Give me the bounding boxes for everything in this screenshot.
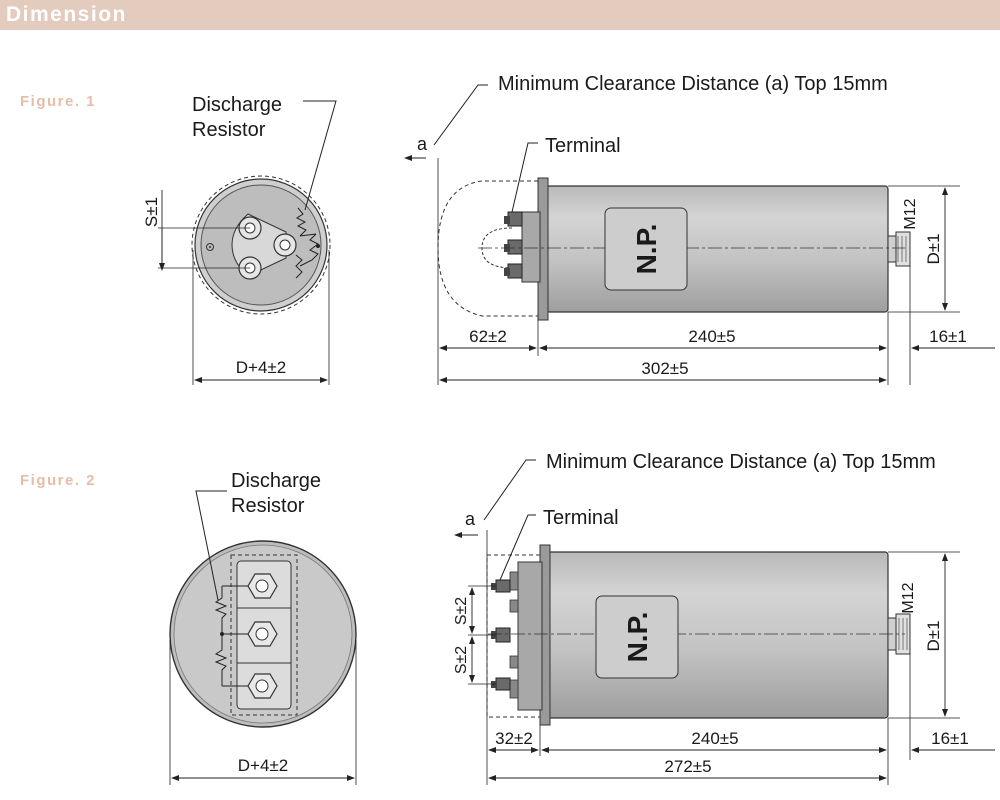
terminal-label-fig1: Terminal — [545, 135, 621, 157]
discharge-leader-fig2 — [195, 490, 227, 601]
outer-diameter-label-fig1: D+4±2 — [236, 358, 286, 377]
resistor-zigzag-fig2-2 — [214, 634, 228, 686]
figure-1-label: Figure. 1 — [20, 93, 97, 110]
resistor-zigzag-fig2-1 — [214, 586, 228, 634]
outer-diameter-label-fig2: D+4±2 — [238, 756, 288, 775]
spacing-s2-label-1: S±2 — [453, 597, 470, 625]
section-header: Dimension — [0, 0, 1000, 30]
nameplate-fig2 — [595, 595, 679, 679]
terminal-label-fig2: Terminal — [543, 507, 619, 529]
figure-1-side-view: N.P. M12 D±1 Minimum Clearance Distance … — [404, 73, 995, 385]
dim-stud-fig1: 16±1 — [929, 327, 967, 346]
diameter-label-fig1: D±1 — [924, 233, 943, 264]
diameter-label-fig2: D±1 — [924, 620, 943, 651]
figure-2-end-view: Discharge Resistor D+4±2 — [169, 470, 357, 785]
figure-2-label: Figure. 2 — [20, 472, 97, 489]
outer-clearance-circle — [191, 175, 331, 315]
dim-body-fig2: 240±5 — [691, 729, 738, 748]
terminal-housing-fig2 — [517, 561, 543, 711]
mounting-stud-fig1 — [887, 235, 897, 263]
discharge-label-line2: Resistor — [192, 119, 266, 141]
dim-total-fig1: 302±5 — [641, 359, 688, 378]
terminal-clearance-box — [230, 554, 298, 716]
spacing-s1-label: S±1 — [142, 197, 161, 227]
nameplate-text-fig2: N.P. — [622, 612, 653, 663]
section-title: Dimension — [6, 3, 127, 26]
discharge-label-line1: Discharge — [192, 94, 282, 116]
discharge-label-fig2-line1: Discharge — [231, 470, 321, 492]
dim-body-fig1: 240±5 — [688, 327, 735, 346]
a-label-fig1: a — [417, 134, 428, 154]
clearance-note-fig1: Minimum Clearance Distance (a) Top 15mm — [498, 73, 888, 95]
dim-total-fig2: 272±5 — [664, 757, 711, 776]
discharge-leader — [303, 100, 337, 211]
resistor-zigzag-1 — [296, 207, 307, 237]
nameplate-text-fig1: N.P. — [631, 224, 662, 275]
clearance-note-fig2: Minimum Clearance Distance (a) Top 15mm — [546, 451, 936, 473]
vent-dot — [206, 243, 214, 251]
dim-left-fig1: 62±2 — [469, 327, 507, 346]
thread-label-fig2: M12 — [900, 582, 917, 613]
nameplate-fig1 — [604, 207, 688, 291]
a-label-fig2: a — [465, 509, 476, 529]
dim-stud-fig2: 16±1 — [931, 729, 969, 748]
spacing-s2-label-2: S±2 — [453, 646, 470, 674]
figure-2-side-view: N.P. M12 D±1 S±2 S±2 Minimum Clearance D… — [453, 451, 995, 785]
discharge-label-fig2-line2: Resistor — [231, 495, 305, 517]
dim-left-fig2: 32±2 — [495, 729, 533, 748]
thread-label-fig1: M12 — [902, 198, 919, 229]
terminal-housing-fig1 — [521, 211, 541, 283]
resistor-zigzag-2 — [299, 233, 319, 267]
capacitor-body-fig1 — [545, 185, 889, 313]
clearance-dome — [437, 180, 538, 317]
figure-1-end-view: Discharge Resistor S±1 D+4±2 — [142, 94, 337, 385]
